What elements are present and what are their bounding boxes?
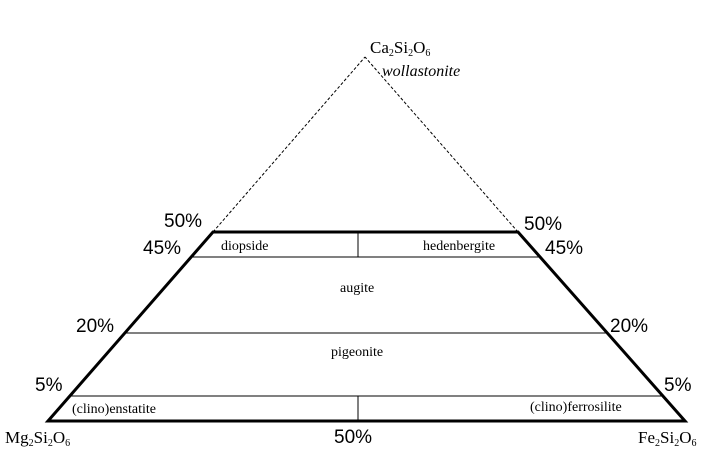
label-20-right: 20% bbox=[610, 316, 649, 337]
right-element-o: O bbox=[679, 428, 692, 447]
label-20-left: 20% bbox=[76, 316, 115, 337]
apex-element-si: Si bbox=[393, 38, 409, 57]
dashed-left-edge bbox=[212, 56, 366, 233]
left-subscript-mg: 2 bbox=[28, 438, 34, 449]
apex-subscript-si: 2 bbox=[408, 48, 414, 59]
apex-element-ca: Ca bbox=[370, 38, 389, 57]
label-5-left: 5% bbox=[35, 375, 63, 396]
left-element-o: O bbox=[52, 428, 66, 447]
right-subscript-o: 6 bbox=[691, 438, 697, 449]
left-subscript-si: 2 bbox=[47, 438, 53, 449]
apex-subscript-o: 6 bbox=[425, 48, 431, 59]
right-element-fe: Fe bbox=[638, 428, 655, 447]
right-element-si: Si bbox=[660, 428, 675, 447]
field-clinoenstatite: (clino)enstatite bbox=[72, 402, 156, 417]
label-50-base: 50% bbox=[334, 427, 373, 448]
apex-name: wollastonite bbox=[382, 63, 461, 80]
field-augite: augite bbox=[340, 281, 375, 296]
right-subscript-fe: 2 bbox=[655, 438, 660, 449]
field-diopside: diopside bbox=[221, 239, 269, 254]
field-hedenbergite: hedenbergite bbox=[423, 239, 496, 254]
label-45-left: 45% bbox=[143, 238, 182, 259]
left-element-si: Si bbox=[33, 428, 48, 447]
field-pigeonite: pigeonite bbox=[331, 345, 384, 360]
left-element-mg: Mg bbox=[5, 428, 29, 447]
apex-subscript-ca: 2 bbox=[388, 48, 394, 59]
apex-element-o: O bbox=[413, 38, 426, 57]
apex-formula: Ca2Si2O6 bbox=[370, 38, 430, 59]
left-subscript-o: 6 bbox=[65, 438, 71, 449]
quadrilateral-outline bbox=[44, 230, 689, 423]
right-corner-formula: Fe2Si2O6 bbox=[638, 428, 696, 449]
label-5-right: 5% bbox=[664, 375, 692, 396]
left-corner-formula: Mg2Si2O6 bbox=[5, 428, 70, 449]
right-subscript-si: 2 bbox=[674, 438, 680, 449]
label-50-right: 50% bbox=[524, 214, 563, 235]
field-clinoferrosilite: (clino)ferrosilite bbox=[530, 400, 622, 415]
label-45-right: 45% bbox=[545, 238, 584, 259]
label-50-left: 50% bbox=[164, 211, 203, 232]
dashed-right-edge bbox=[364, 56, 519, 233]
